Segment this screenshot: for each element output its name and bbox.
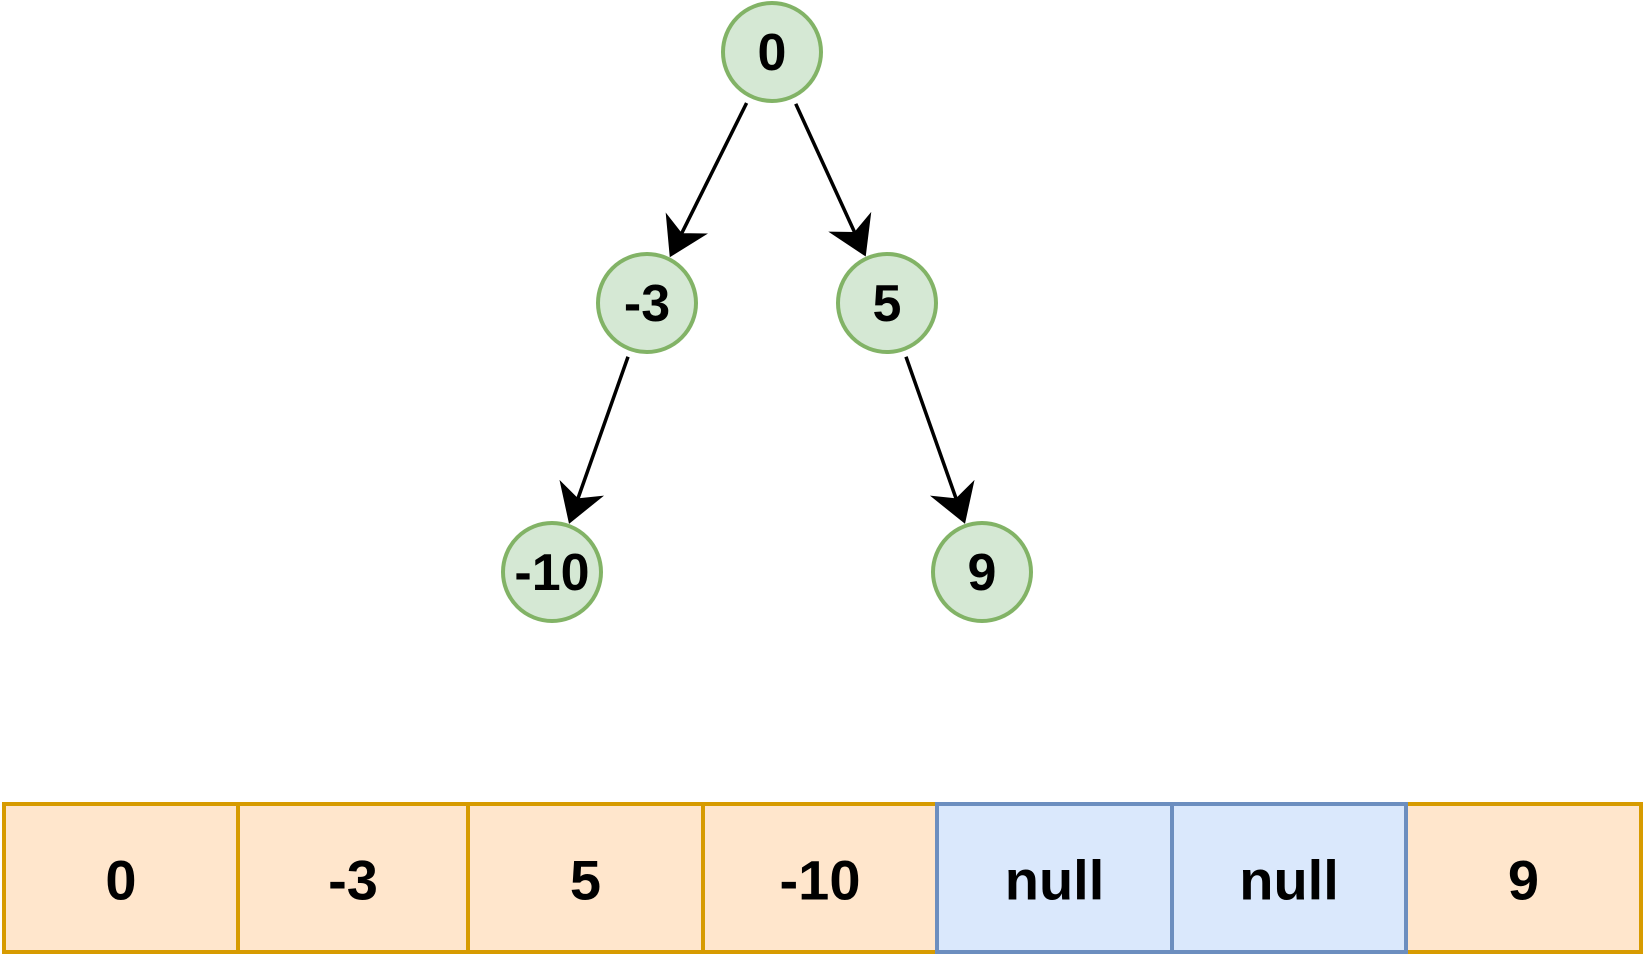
tree-nodes: 0 -3 5 -10 9: [501, 1, 1033, 623]
tree-node: 9: [931, 521, 1033, 623]
tree-node-label: -10: [514, 544, 589, 602]
array-cell-box: [1404, 802, 1643, 954]
tree-edge-n2-n4: [904, 356, 975, 524]
edge-line: [679, 102, 749, 235]
array-cell: 9: [1404, 802, 1643, 954]
tree-node-circle: [721, 1, 823, 103]
tree-node: 0: [721, 1, 823, 103]
array-cell: null: [1170, 802, 1408, 954]
array-cell-box: [701, 802, 939, 954]
tree-node-label: 9: [968, 544, 997, 602]
array-cell-label: 5: [570, 849, 601, 912]
edge-line: [794, 103, 857, 234]
arrowhead-icon: [929, 479, 975, 524]
tree-edge-n0-n2: [794, 103, 872, 257]
tree-node-circle: [501, 521, 603, 623]
edge-line: [575, 356, 630, 500]
tree-node-circle: [836, 252, 938, 354]
tree-node-label: -3: [624, 275, 670, 333]
array-cell-label: 0: [105, 849, 136, 912]
tree-edge-n1-n3: [559, 356, 630, 524]
array-cell-label: 9: [1508, 849, 1539, 912]
tree-node: -3: [596, 252, 698, 354]
tree-edge-n0-n1: [665, 102, 749, 258]
arrowhead-icon: [559, 479, 605, 524]
array-cell: 5: [466, 802, 705, 954]
tree-node-circle: [596, 252, 698, 354]
array-cell: -3: [236, 802, 470, 954]
edge-line: [904, 356, 959, 500]
tree-node: -10: [501, 521, 603, 623]
array-cell-label: null: [1239, 849, 1339, 912]
array-cell: 0: [2, 802, 240, 954]
array-cell-border: [1170, 802, 1408, 954]
array-cell-label: -10: [780, 849, 861, 912]
array-strip: 0 -3 5 -10 null null 9: [2, 802, 1643, 954]
array-cell-label: null: [1005, 849, 1105, 912]
array-cell-box: [2, 802, 240, 954]
tree-node-circle: [931, 521, 1033, 623]
tree-node-label: 5: [873, 275, 902, 333]
tree-edges: [559, 102, 975, 524]
array-cell: -10: [701, 802, 939, 954]
arrowhead-icon: [665, 212, 708, 258]
tree-node-label: 0: [758, 24, 787, 82]
array-cell-label: -3: [328, 849, 378, 912]
tree-node: 5: [836, 252, 938, 354]
array-cell: null: [935, 802, 1174, 954]
arrowhead-icon: [828, 211, 872, 257]
